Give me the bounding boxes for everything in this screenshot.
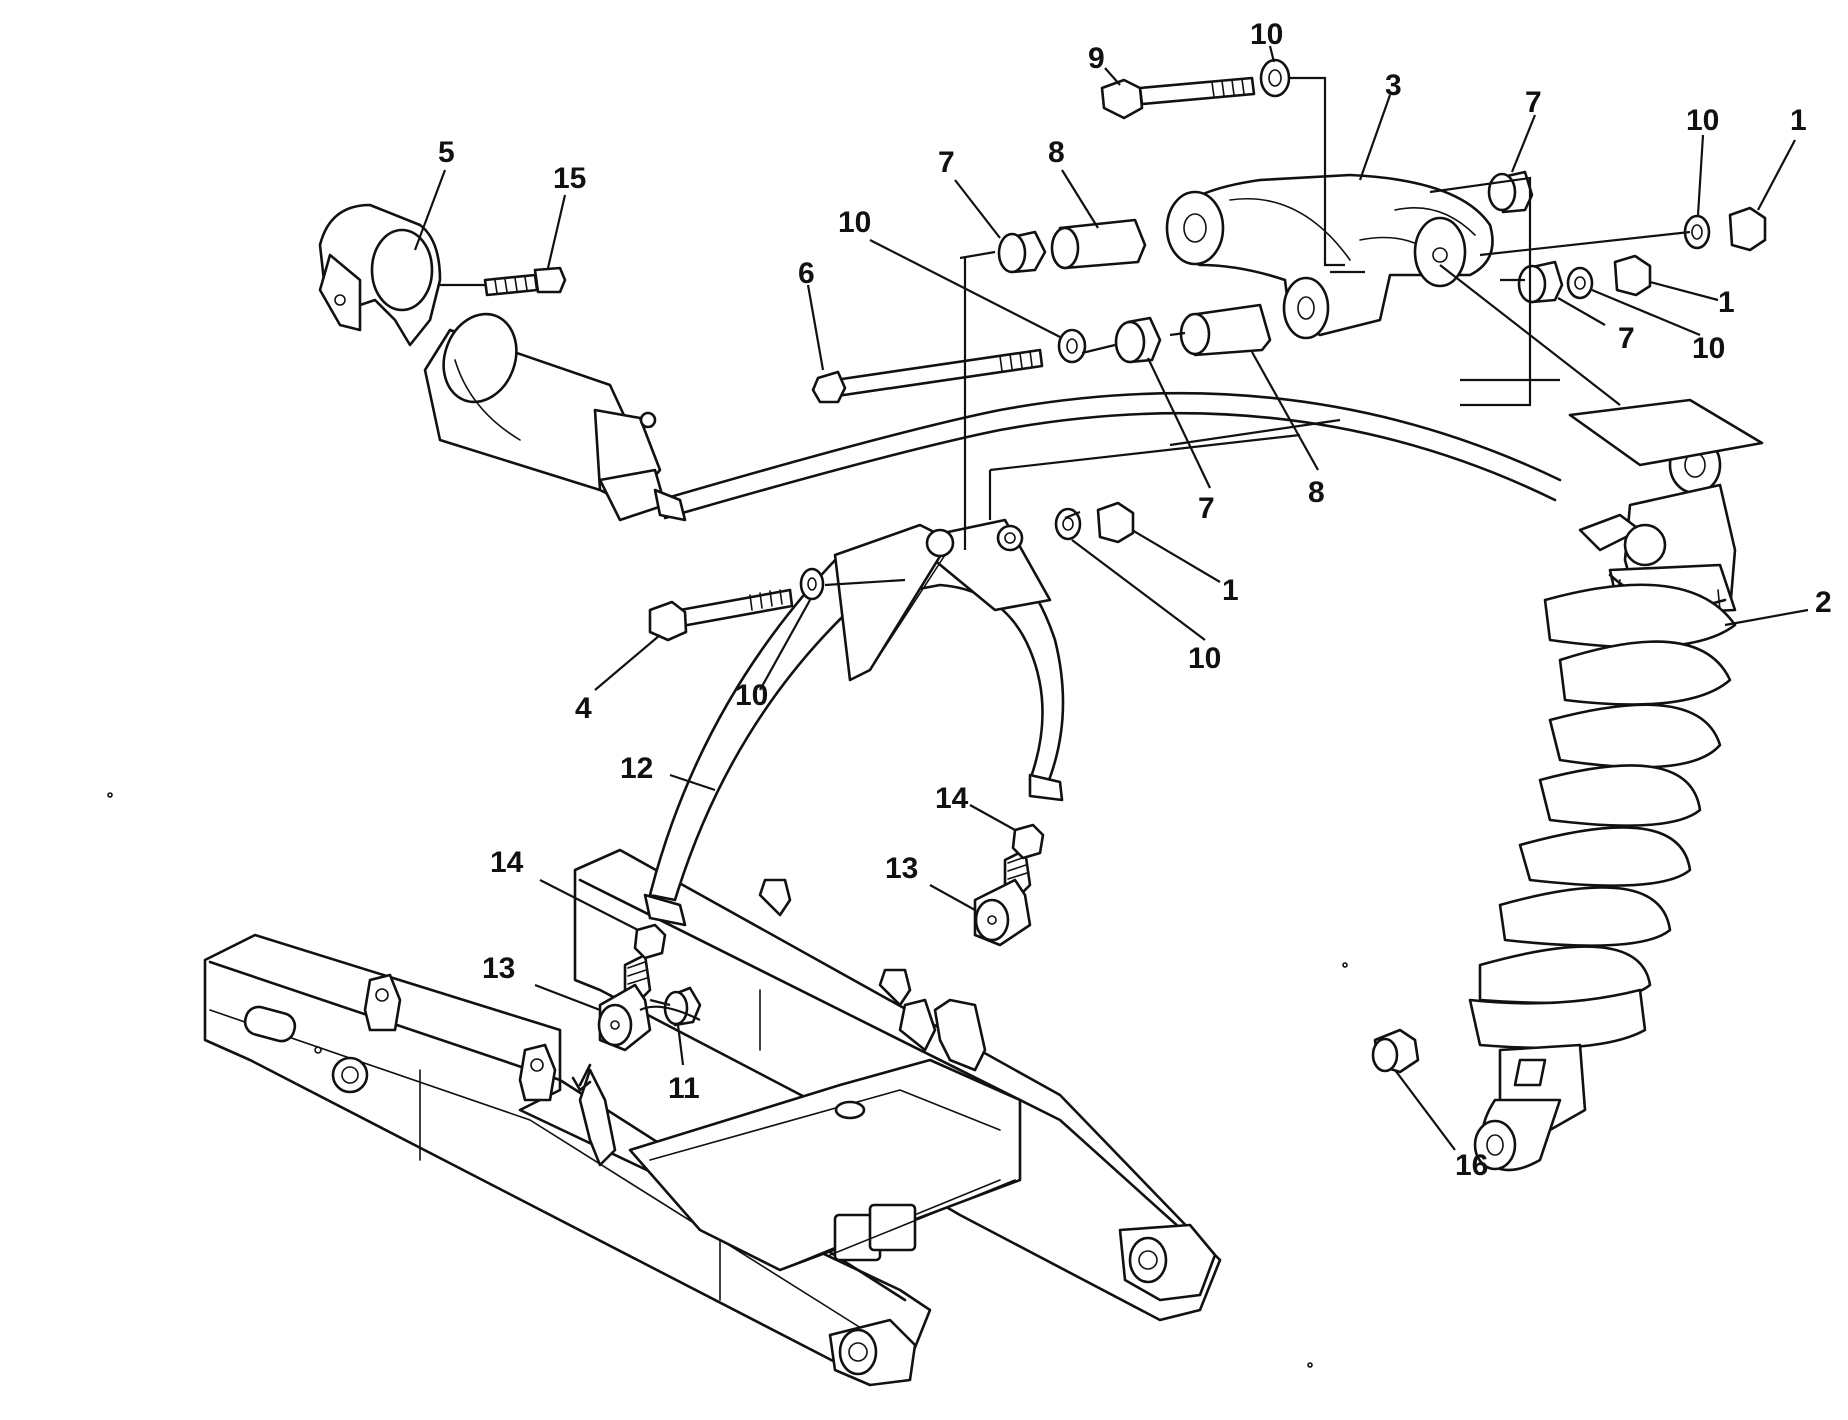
callout-10: 10 xyxy=(1250,18,1283,51)
nut xyxy=(1613,254,1652,297)
sleeve xyxy=(1179,303,1272,357)
nut xyxy=(1096,501,1135,544)
callout-10: 10 xyxy=(838,206,871,239)
callout-5: 5 xyxy=(438,136,455,169)
screw xyxy=(483,266,567,297)
callout-1: 1 xyxy=(1222,574,1239,607)
callout-1: 1 xyxy=(1790,104,1807,137)
washer xyxy=(799,567,825,601)
reservoir-clamp xyxy=(318,203,442,347)
callout-7: 7 xyxy=(1525,86,1542,119)
callout-15: 15 xyxy=(553,162,586,195)
callout-10: 10 xyxy=(1686,104,1719,137)
plug xyxy=(1371,1028,1420,1074)
callout-14: 14 xyxy=(490,846,524,879)
callout-8: 8 xyxy=(1048,136,1065,169)
reservoir xyxy=(423,312,687,522)
long-bolt xyxy=(811,348,1044,404)
spacer xyxy=(663,986,702,1027)
callout-8: 8 xyxy=(1308,476,1325,509)
bushing xyxy=(997,230,1047,274)
callout-7: 7 xyxy=(1618,322,1635,355)
callout-16: 16 xyxy=(1455,1149,1488,1182)
rod-end xyxy=(597,953,652,1052)
callout-7: 7 xyxy=(1198,492,1215,525)
bushing xyxy=(1517,260,1564,304)
callout-9: 9 xyxy=(1088,42,1105,75)
callout-10: 10 xyxy=(735,679,768,712)
callout-3: 3 xyxy=(1385,69,1402,102)
linkage-fork xyxy=(643,518,1065,927)
lock-nut xyxy=(633,923,667,960)
callout-10: 10 xyxy=(1188,642,1221,675)
bolt xyxy=(648,588,794,642)
rod-end xyxy=(973,848,1032,947)
callout-11: 11 xyxy=(668,1072,700,1105)
callout-labels: 5 15 6 7 8 10 9 10 3 7 10 1 1 10 7 7 8 1… xyxy=(438,18,1832,1182)
callout-10: 10 xyxy=(1692,332,1725,365)
callout-14: 14 xyxy=(935,782,969,815)
callout-13: 13 xyxy=(885,852,918,885)
callout-13: 13 xyxy=(482,952,515,985)
leader-lines xyxy=(440,76,1764,1021)
bushing xyxy=(1114,316,1162,364)
callout-6: 6 xyxy=(798,257,815,290)
swingarm xyxy=(203,848,1222,1387)
washer xyxy=(1057,328,1087,364)
washer xyxy=(1566,266,1594,300)
callout-4: 4 xyxy=(575,692,592,725)
callout-7: 7 xyxy=(938,146,955,179)
callout-12: 12 xyxy=(620,752,653,785)
callout-1: 1 xyxy=(1718,286,1735,319)
callout-2: 2 xyxy=(1815,586,1832,619)
reservoir-hose xyxy=(658,391,1562,520)
lock-nut xyxy=(1011,823,1045,860)
callout-leaders xyxy=(413,45,1809,1151)
sleeve xyxy=(1050,218,1147,270)
washer xyxy=(1054,507,1082,541)
bolt xyxy=(1100,76,1256,120)
washer xyxy=(1259,58,1291,98)
nut xyxy=(1728,206,1767,252)
shock-absorber xyxy=(1468,435,1737,1172)
